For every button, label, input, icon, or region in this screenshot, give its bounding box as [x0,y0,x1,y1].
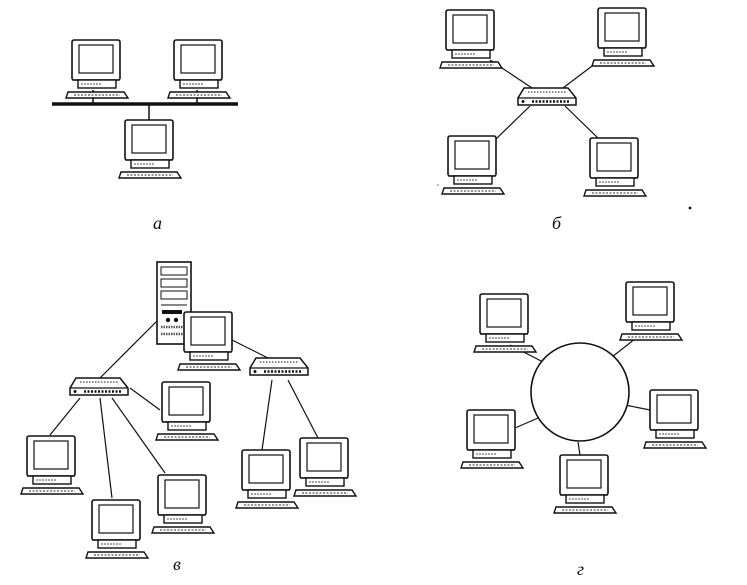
computer-icon [177,311,241,371]
hub-icon [516,86,578,107]
panel-label-b: б [552,213,562,233]
hub-icon [68,376,130,397]
computer-icon [643,389,707,449]
ring-topology [460,281,707,514]
computer-icon [591,7,655,67]
computer-icon [65,39,129,99]
ring-cable [530,342,630,442]
panel-label-g: г [577,559,585,579]
computer-icon [235,449,299,509]
computer-icon [460,409,524,469]
computer-icon [85,499,149,559]
computer-icon [439,9,503,69]
computer-icon [583,137,647,197]
panel-label-v: в [173,554,181,574]
computer-icon [167,39,231,99]
panel-label-a: а [153,213,162,233]
bus-topology [52,39,238,179]
computer-icon [473,293,537,353]
star-topology [439,7,655,197]
computer-icon [441,135,505,195]
hub-icon [248,356,310,377]
computer-icon [155,381,219,441]
computer-icon [20,435,84,495]
computer-icon [118,119,182,179]
tree-topology [20,261,357,559]
computer-icon [553,454,617,514]
computer-icon [151,474,215,534]
computer-icon [619,281,683,341]
computer-icon [293,437,357,497]
